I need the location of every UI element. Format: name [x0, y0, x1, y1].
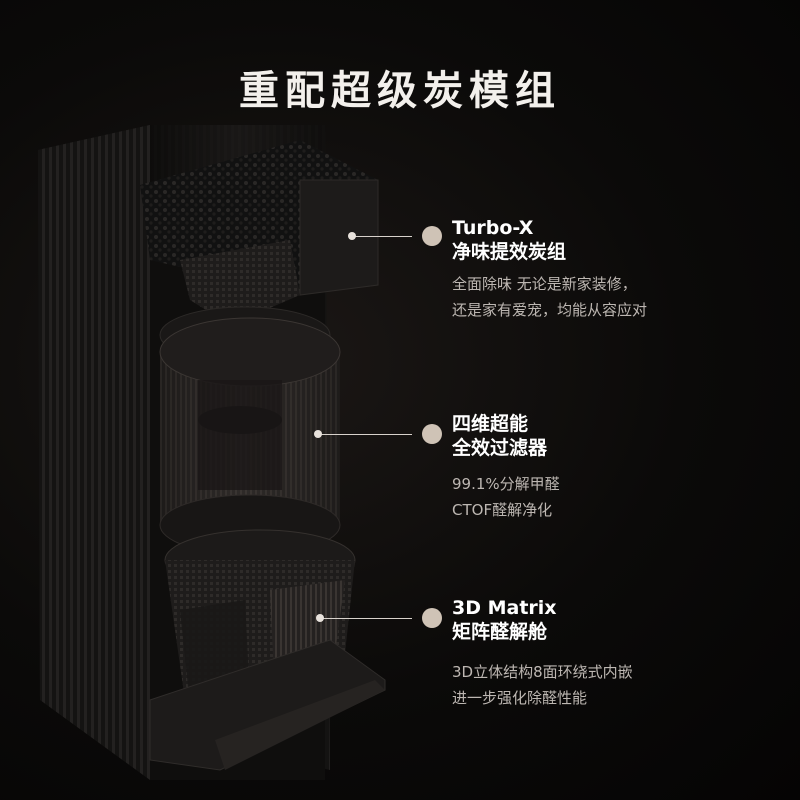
bullet-dot — [422, 226, 442, 246]
callout-heading-line2: 全效过滤器 — [452, 437, 548, 459]
callout-line-carbon — [352, 236, 412, 237]
bullet-dot — [422, 608, 442, 628]
callout-heading-line1: Turbo-X — [452, 217, 534, 239]
callout-desc-line1: 全面除味 无论是新家装修， — [452, 275, 637, 293]
pointer-dot-matrix — [316, 614, 324, 622]
callout-line-filter — [318, 434, 412, 435]
pointer-dot-carbon — [348, 232, 356, 240]
callout-line-matrix — [320, 618, 412, 619]
callout-desc-line2: CTOF醛解净化 — [452, 501, 553, 519]
callout-desc-line1: 3D立体结构8面环绕式内嵌 — [452, 663, 633, 681]
callout-heading-line1: 3D Matrix — [452, 597, 557, 619]
bullet-dot — [422, 424, 442, 444]
page-title: 重配超级炭模组 — [239, 68, 561, 114]
callout-desc-line1: 99.1%分解甲醛 — [452, 475, 560, 493]
callout-desc-line2: 还是家有爱宠，均能从容应对 — [452, 301, 648, 319]
pointer-dot-filter — [314, 430, 322, 438]
callout-heading-line2: 净味提效炭组 — [452, 241, 567, 263]
callout-heading-line1: 四维超能 — [452, 413, 529, 435]
callout-heading-line2: 矩阵醛解舱 — [452, 621, 548, 643]
callout-desc-line2: 进一步强化除醛性能 — [452, 689, 588, 707]
